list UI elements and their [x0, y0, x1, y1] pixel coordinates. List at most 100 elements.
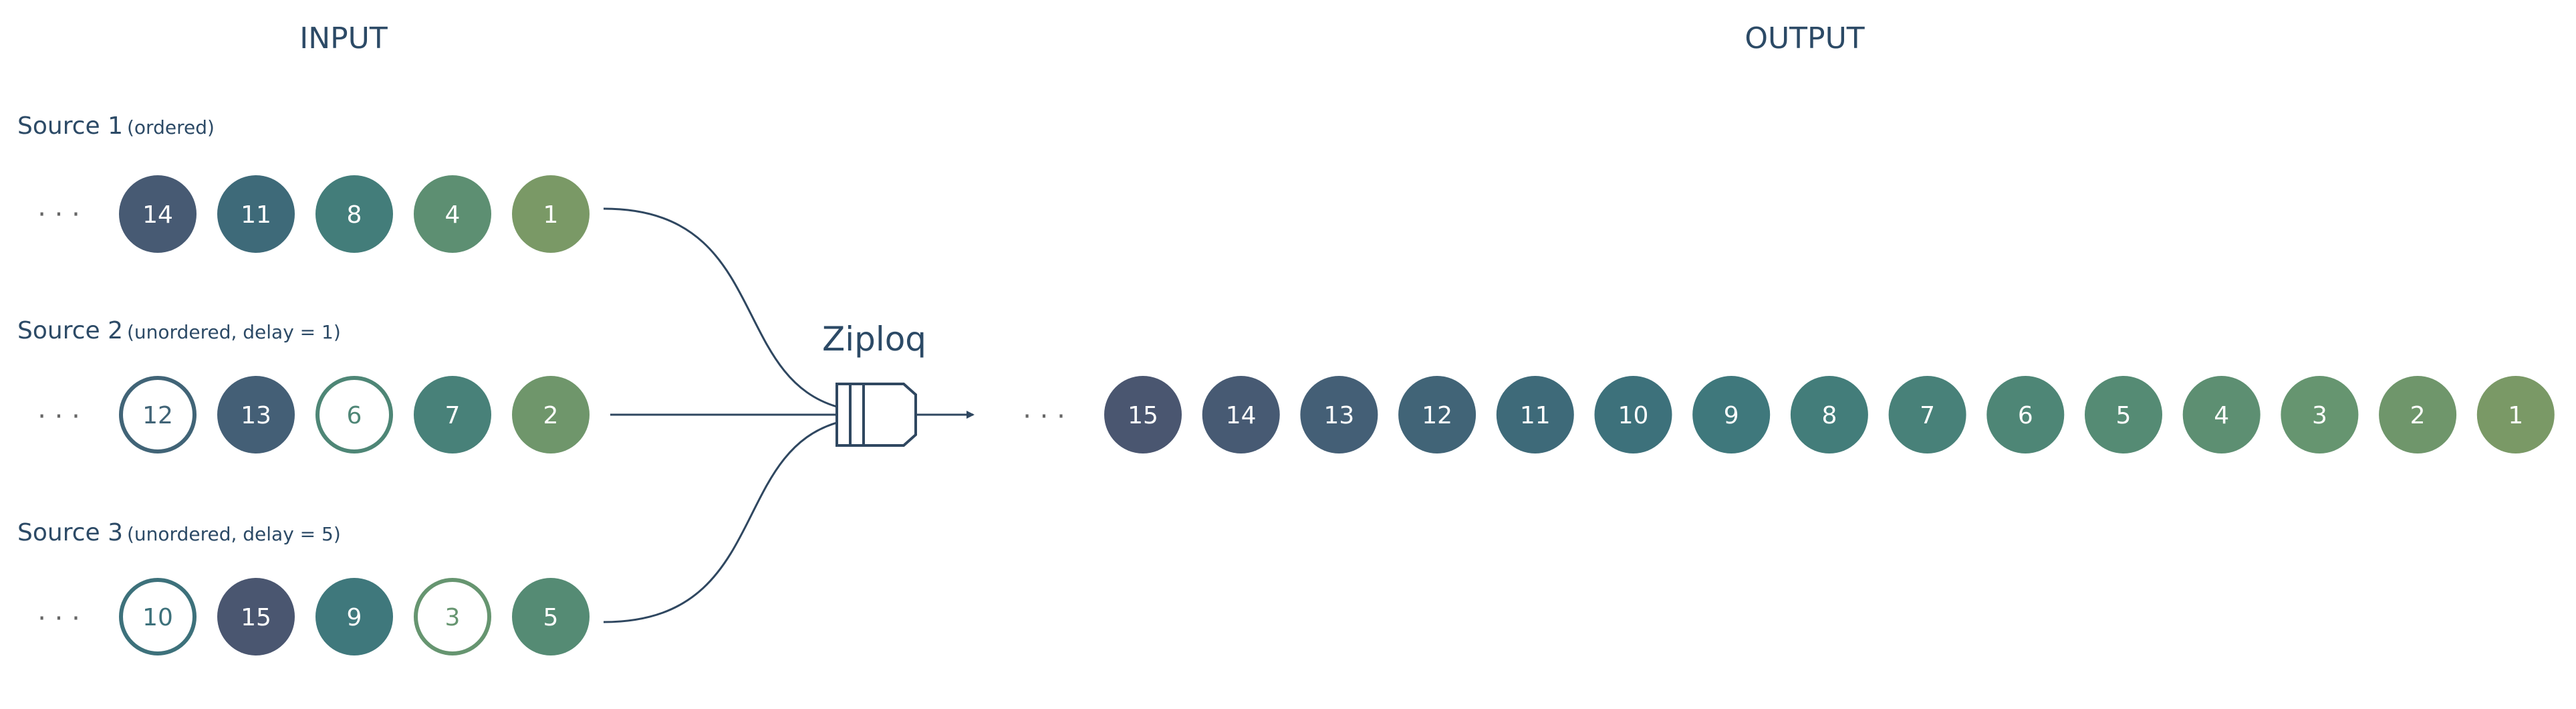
source-2-label: Source 2 [17, 317, 123, 344]
source-2-item-value: 12 [142, 402, 173, 429]
output-item-value: 7 [1920, 402, 1935, 429]
output-item-circle [1790, 376, 1868, 453]
source-2-ellipsis: · · · [37, 401, 80, 432]
output-item-circle [1300, 376, 1378, 453]
output-item: 6 [1986, 376, 2065, 453]
source-1-item: 4 [414, 175, 491, 253]
output-item: 3 [2281, 376, 2359, 453]
source-2-item: 13 [217, 376, 295, 453]
source-2-item: 12 [119, 376, 197, 453]
source-3-item-circle [512, 578, 590, 655]
source-3-item-circle [315, 578, 393, 655]
output-item: 8 [1790, 376, 1868, 453]
source-3-item-circle [217, 578, 295, 655]
source-items: 14 11 8 4 1 12 13 6 7 2 10 15 9 3 5 [119, 175, 590, 655]
source-3-item-value: 3 [445, 604, 461, 631]
source-1-item-circle [512, 175, 590, 253]
output-item: 11 [1496, 376, 1574, 453]
output-item-circle [2476, 376, 2555, 453]
output-item: 9 [1692, 376, 1771, 453]
source-1-item-circle [119, 175, 197, 253]
source-2-item-circle [119, 376, 197, 453]
source-1-ellipsis: · · · [37, 199, 80, 230]
source-3-item: 5 [512, 578, 590, 655]
ziploq-label: Ziploq [822, 320, 926, 359]
source-3-item-value: 15 [241, 604, 271, 631]
source-1-item: 14 [119, 175, 197, 253]
output-item-circle [2281, 376, 2359, 453]
output-item-value: 12 [1422, 402, 1452, 429]
connector-source-3 [603, 421, 838, 623]
source-1-item-value: 14 [142, 201, 173, 229]
output-ellipsis: · · · [1023, 401, 1065, 432]
output-item-value: 2 [2410, 402, 2426, 429]
output-item-circle [1888, 376, 1966, 453]
source-2-item-value: 7 [445, 402, 461, 429]
output-item: 1 [2476, 376, 2555, 453]
ziploq-merger-icon [835, 383, 917, 447]
source-2-item-circle [315, 376, 393, 453]
source-1-item-circle [414, 175, 491, 253]
output-item-value: 15 [1128, 402, 1158, 429]
output-item-value: 6 [2018, 402, 2033, 429]
output-item-value: 9 [1724, 402, 1739, 429]
source-1-item: 1 [512, 175, 590, 253]
output-item-circle [2182, 376, 2261, 453]
source-3-item-value: 10 [142, 604, 173, 631]
source-2-item-circle [217, 376, 295, 453]
source-3-item-circle [119, 578, 197, 655]
output-item: 13 [1300, 376, 1378, 453]
source-3-item: 3 [414, 578, 491, 655]
output-item-circle [1104, 376, 1182, 453]
source-3-item-circle [414, 578, 491, 655]
source-1-item-value: 11 [241, 201, 271, 229]
output-item-value: 5 [2116, 402, 2132, 429]
output-item-circle [1594, 376, 1672, 453]
source-2-item-value: 2 [543, 402, 559, 429]
source-1-item-value: 8 [347, 201, 362, 229]
output-item-circle [2379, 376, 2457, 453]
source-1-item: 8 [315, 175, 393, 253]
source-1-item-circle [217, 175, 295, 253]
output-item-circle [1202, 376, 1280, 453]
source-3-note: (unordered, delay = 5) [127, 523, 341, 545]
source-2-item: 7 [414, 376, 491, 453]
output-item-value: 11 [1520, 402, 1551, 429]
output-item-value: 8 [1821, 402, 1837, 429]
output-heading: OUTPUT [1745, 21, 1864, 56]
source-2-item-value: 6 [347, 402, 362, 429]
source-1-item-circle [315, 175, 393, 253]
output-item: 5 [2085, 376, 2162, 453]
source-3-item: 15 [217, 578, 295, 655]
source-2-item: 2 [512, 376, 590, 453]
output-item: 2 [2379, 376, 2457, 453]
source-3-ellipsis: · · · [37, 603, 80, 634]
output-item-value: 13 [1323, 402, 1354, 429]
source-3-item: 10 [119, 578, 197, 655]
source-2-note: (unordered, delay = 1) [127, 321, 341, 343]
output-item: 15 [1104, 376, 1182, 453]
output-item-circle [1496, 376, 1574, 453]
source-2-item-circle [512, 376, 590, 453]
output-item-value: 10 [1618, 402, 1649, 429]
output-item-value: 3 [2312, 402, 2327, 429]
output-item-value: 14 [1226, 402, 1257, 429]
source-1-note: (ordered) [127, 116, 215, 138]
output-item: 14 [1202, 376, 1280, 453]
output-item-value: 1 [2508, 402, 2523, 429]
source-3-item-value: 9 [347, 604, 362, 631]
source-2-item: 6 [315, 376, 393, 453]
source-1-item-value: 4 [445, 201, 461, 229]
source-2-item-circle [414, 376, 491, 453]
output-item-circle [1692, 376, 1771, 453]
output-item-circle [1986, 376, 2065, 453]
output-item: 12 [1398, 376, 1476, 453]
connector-source-1 [603, 207, 838, 408]
output-item-circle [1398, 376, 1476, 453]
source-3-item-value: 5 [543, 604, 559, 631]
output-item-circle [2085, 376, 2162, 453]
source-1-label: Source 1 [17, 112, 123, 140]
